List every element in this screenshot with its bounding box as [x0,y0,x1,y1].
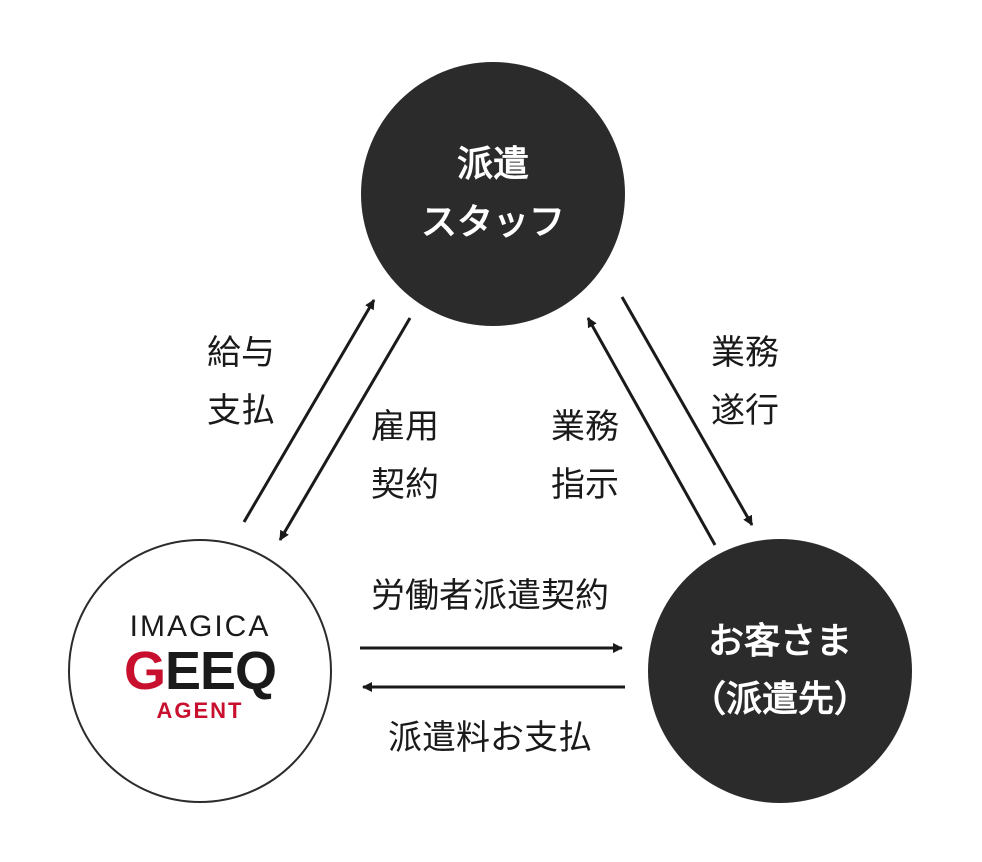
label-employment-line2: 契約 [371,465,439,505]
label-employment-line1: 雇用 [371,407,439,447]
arrow-work-execution [620,296,754,526]
arrow-employment-contract [278,317,412,541]
client-node-line1: お客さま [707,621,852,662]
label-execution-line1: 業務 [711,333,779,373]
staff-node-line1: 派遣 [456,144,529,185]
agent-logo-line2: GEEQ [123,641,277,701]
label-fee-payment: 派遣料お支払 [388,718,592,758]
arrow-work-instruction [586,317,717,546]
arrow-salary-payment [242,299,376,523]
label-work-execution: 業務 遂行 [700,324,790,440]
label-salary-line2: 支払 [207,391,275,431]
staff-node: 派遣 スタッフ [361,62,625,326]
client-node-line2: （派遣先） [689,679,870,720]
label-salary-line1: 給与 [207,333,275,373]
label-employment-contract: 雇用 契約 [360,398,450,514]
agent-logo-g: G [123,641,166,701]
staff-node-line2: スタッフ [420,202,565,243]
label-work-instruction: 業務 指示 [540,398,630,514]
agent-logo-line3: AGENT [156,698,244,723]
label-instruction-line1: 業務 [551,407,619,447]
agent-logo-eeq: EEQ [164,641,277,701]
label-dispatch-contract: 労働者派遣契約 [371,576,609,616]
label-instruction-line2: 指示 [551,465,619,505]
agent-logo: IMAGICA GEEQ AGENT [123,610,277,724]
label-salary-payment: 給与 支払 [196,324,286,440]
agent-node: IMAGICA GEEQ AGENT [68,539,332,803]
client-node: お客さま （派遣先） [648,539,912,803]
agent-logo-line1: IMAGICA [129,610,271,643]
label-execution-line2: 遂行 [711,391,779,431]
